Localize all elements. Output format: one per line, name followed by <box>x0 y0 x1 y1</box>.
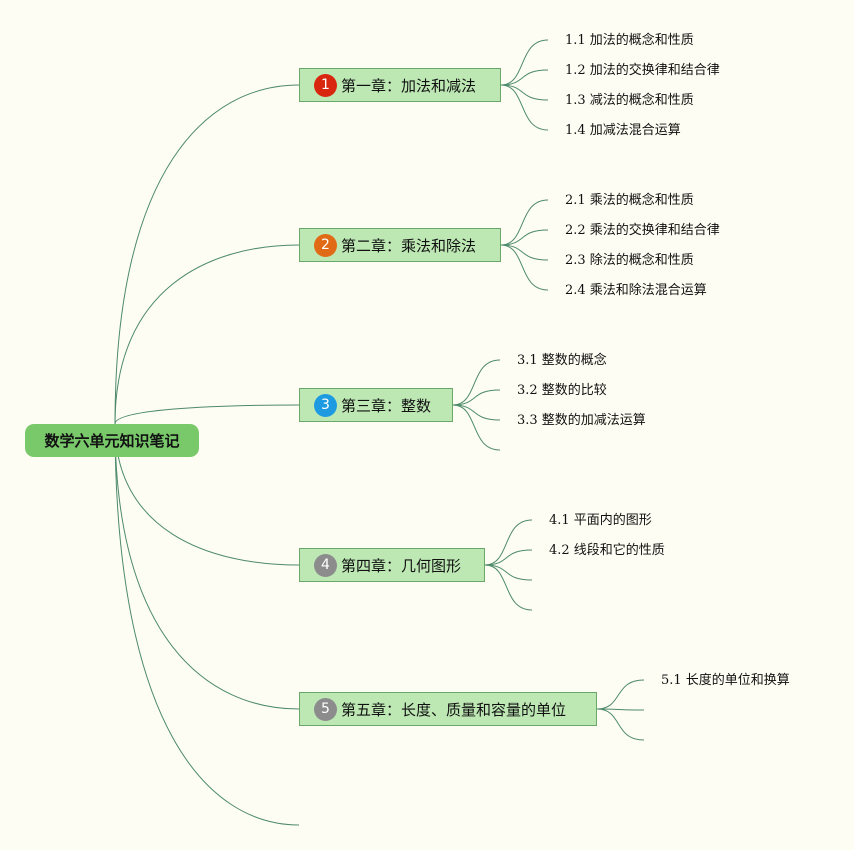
sub-topic-1-4[interactable]: 1.4 加减法混合运算 <box>565 123 681 138</box>
root-branch-line-1 <box>114 84 300 425</box>
chapter-number-badge-5: 5 <box>314 697 337 721</box>
chapter-label-4: 第四章：几何图形 <box>341 556 462 575</box>
chapter-number-badge-2: 2 <box>314 233 337 257</box>
sub-branch-line-1-3 <box>500 84 549 101</box>
chapter-node-4[interactable]: 4 第四章：几何图形 <box>299 548 485 582</box>
sub-topic-3-2[interactable]: 3.2 整数的比较 <box>517 383 607 398</box>
sub-branch-line-1-2 <box>500 69 549 86</box>
sub-topic-2-4[interactable]: 2.4 乘法和除法混合运算 <box>565 283 707 298</box>
sub-topic-3-1[interactable]: 3.1 整数的概念 <box>517 353 607 368</box>
sub-topic-1-1[interactable]: 1.1 加法的概念和性质 <box>565 33 694 48</box>
root-label: 数学六单元知识笔记 <box>44 432 180 450</box>
sub-branch-line-5-1 <box>596 679 645 710</box>
sub-branch-line-3-2 <box>452 389 501 406</box>
sub-topic-4-1[interactable]: 4.1 平面内的图形 <box>549 513 652 528</box>
sub-topic-4-2[interactable]: 4.2 线段和它的性质 <box>549 543 665 558</box>
sub-branch-line-3-3 <box>452 404 501 421</box>
chapter-number-badge-3: 3 <box>314 393 337 417</box>
sub-branch-line-4-3 <box>484 564 533 581</box>
root-branch-line-5 <box>114 423 300 710</box>
sub-topic-5-1[interactable]: 5.1 长度的单位和换算 <box>661 673 790 688</box>
sub-branch-line-4-1 <box>484 519 533 566</box>
sub-topic-1-3[interactable]: 1.3 减法的概念和性质 <box>565 93 694 108</box>
chapter-number-badge-1: 1 <box>314 73 337 97</box>
chapter-node-2[interactable]: 2 第二章：乘法和除法 <box>299 228 501 262</box>
chapter-node-3[interactable]: 3 第三章：整数 <box>299 388 453 422</box>
root-branch-line-3 <box>114 404 300 425</box>
chapter-label-2: 第二章：乘法和除法 <box>341 236 477 255</box>
chapter-node-5[interactable]: 5 第五章：长度、质量和容量的单位 <box>299 692 597 726</box>
sub-branch-line-1-1 <box>500 39 549 86</box>
root-branch-line-2 <box>114 244 300 425</box>
root-node[interactable]: 数学六单元知识笔记 <box>25 424 199 457</box>
sub-branch-line-5-2 <box>596 708 645 711</box>
sub-branch-line-5-3 <box>596 708 645 741</box>
sub-branch-line-2-1 <box>500 199 549 246</box>
sub-branch-line-2-3 <box>500 244 549 261</box>
chapter-label-3: 第三章：整数 <box>341 396 432 415</box>
sub-branch-line-2-2 <box>500 229 549 246</box>
chapter-label-1: 第一章：加法和减法 <box>341 76 477 95</box>
chapter-node-1[interactable]: 1 第一章：加法和减法 <box>299 68 501 102</box>
sub-topic-3-3[interactable]: 3.3 整数的加减法运算 <box>517 413 646 428</box>
sub-topic-1-2[interactable]: 1.2 加法的交换律和结合律 <box>565 63 720 78</box>
sub-branch-line-3-1 <box>452 359 501 406</box>
sub-branch-line-4-2 <box>484 549 533 566</box>
root-branch-line-6 <box>114 423 300 826</box>
sub-topic-2-2[interactable]: 2.2 乘法的交换律和结合律 <box>565 223 720 238</box>
chapter-label-5: 第五章：长度、质量和容量的单位 <box>341 700 567 719</box>
root-branch-line-4 <box>114 423 300 566</box>
sub-topic-2-3[interactable]: 2.3 除法的概念和性质 <box>565 253 694 268</box>
sub-topic-2-1[interactable]: 2.1 乘法的概念和性质 <box>565 193 694 208</box>
sub-branch-line-3-4 <box>452 404 501 451</box>
chapter-number-badge-4: 4 <box>314 553 337 577</box>
sub-branch-line-2-4 <box>500 244 549 291</box>
sub-branch-line-1-4 <box>500 84 549 131</box>
sub-branch-line-4-4 <box>484 564 533 611</box>
